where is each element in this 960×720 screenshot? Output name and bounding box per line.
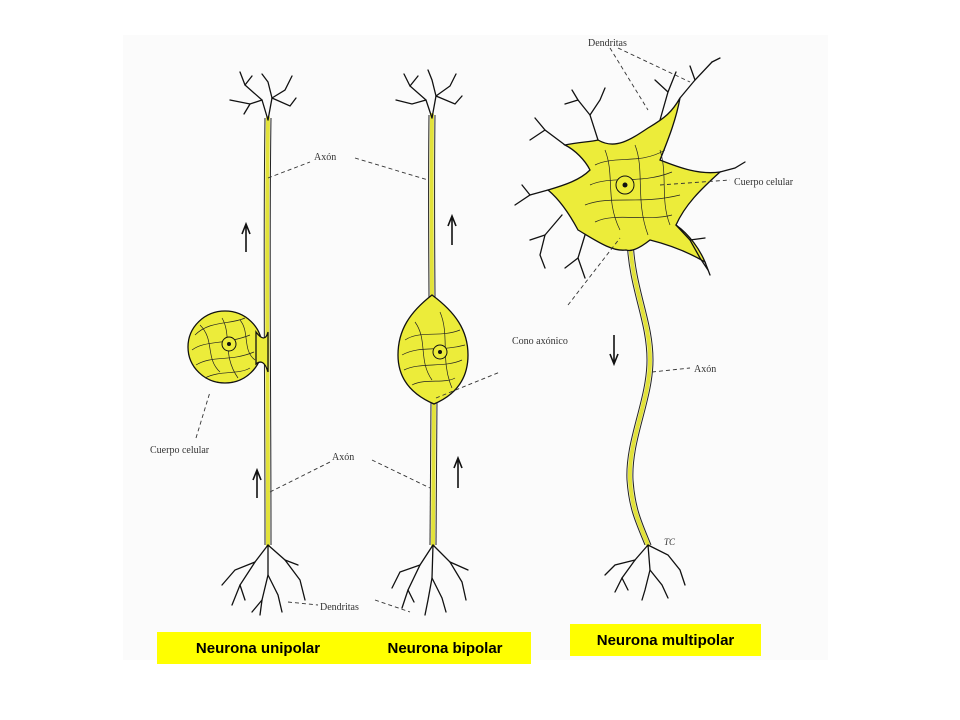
leader-lines bbox=[195, 47, 731, 613]
caption-neurona-multipolar: Neurona multipolar bbox=[570, 624, 761, 656]
label-axon-top: Axón bbox=[314, 152, 336, 163]
label-signature: TC bbox=[664, 537, 676, 547]
label-cuerpo-celular-left: Cuerpo celular bbox=[150, 445, 210, 456]
label-axon-multipolar: Axón bbox=[694, 364, 716, 375]
label-dendritas-bottom: Dendritas bbox=[320, 602, 359, 613]
label-cono-axonico: Cono axónico bbox=[512, 336, 568, 347]
unipolar-top-dendrites bbox=[229, 71, 297, 121]
multipolar-neuron bbox=[514, 57, 746, 601]
label-dendritas-top: Dendritas bbox=[588, 38, 627, 49]
label-cuerpo-celular-right: Cuerpo celular bbox=[734, 177, 794, 188]
bipolar-top-dendrites bbox=[395, 69, 463, 119]
multipolar-terminal-branches bbox=[604, 544, 686, 601]
caption-neurona-unipolar: Neurona unipolar bbox=[157, 632, 359, 664]
caption-neurona-bipolar: Neurona bipolar bbox=[359, 632, 531, 664]
bipolar-bottom-dendrites bbox=[391, 544, 469, 616]
multipolar-cell-body bbox=[546, 97, 723, 264]
multipolar-dendrites bbox=[514, 57, 746, 279]
unipolar-neuron bbox=[187, 71, 306, 616]
unipolar-bottom-dendrites bbox=[221, 544, 306, 616]
bipolar-neuron bbox=[391, 69, 469, 616]
label-axon-bottom: Axón bbox=[332, 452, 354, 463]
